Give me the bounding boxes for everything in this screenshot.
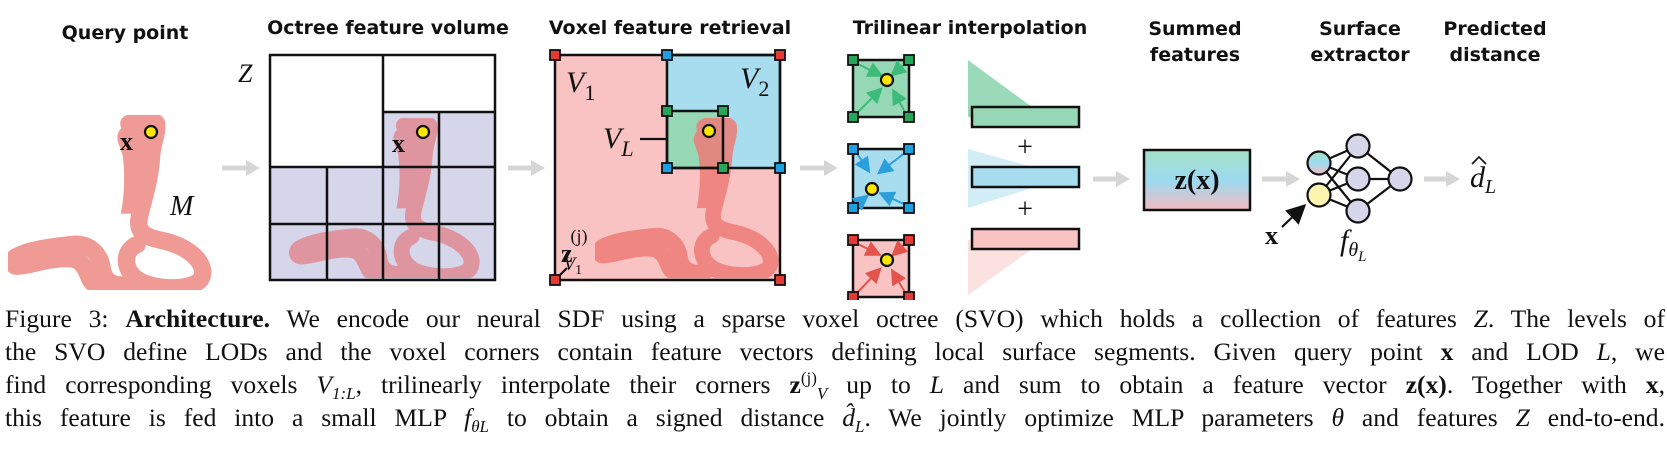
stage-title-octree: Octree feature volume (267, 17, 509, 39)
corner-blue (661, 162, 673, 174)
interp-arrows-red (855, 239, 909, 295)
plus-sign-2: + (1017, 194, 1033, 225)
octree-stage: Z x (238, 53, 497, 282)
caption-math: L (929, 370, 944, 399)
corner-blue (661, 49, 673, 61)
figure-canvas: x M Z x (0, 49, 1496, 300)
stage-title-extractor: Surface extractor (1310, 18, 1410, 66)
mlp-output-node (1387, 166, 1413, 192)
corner-red (774, 274, 786, 286)
feature-set-label: Z (238, 59, 253, 88)
interp-corners-blue (847, 143, 915, 214)
feature-bar-red (970, 227, 1081, 251)
octree-grid-lines (268, 53, 497, 282)
caption-math: L (1596, 337, 1611, 366)
caption-line: this feature is fed into a small MLP fθL… (5, 403, 1665, 437)
flow-arrow-4-head (1116, 171, 1130, 187)
stage-title-summed: Summed features (1148, 18, 1242, 66)
voxel-corners (549, 49, 786, 286)
caption-math: Z (1515, 403, 1530, 432)
caption-math: Z (1473, 304, 1488, 333)
interp-cell-blue (851, 147, 911, 210)
stage-title-trilinear: Trilinear interpolation (852, 17, 1088, 39)
interp-corners-green (847, 54, 915, 123)
plus-sign-1: + (1017, 132, 1033, 163)
caption-math: θ (1331, 403, 1345, 432)
caption-line: find corresponding voxels V1:L, trilinea… (5, 368, 1665, 404)
flow-arrow-3-head (824, 160, 838, 176)
mlp-label: fθL (1340, 224, 1367, 265)
mesh-label: M (169, 191, 195, 222)
feature-bar-blue (970, 165, 1081, 189)
stage-title-predicted: Predicted distance (1443, 18, 1547, 66)
mlp-hidden-node (1345, 198, 1371, 224)
caption-title: Architecture. (125, 304, 271, 333)
summed-features-stage: z(x) (1142, 148, 1252, 212)
corner-red (549, 49, 561, 61)
caption-math: d̂L (842, 403, 865, 437)
voxel-query-dot (701, 123, 717, 139)
mlp-input-node-feature (1306, 150, 1332, 176)
summed-feature-box (1142, 148, 1252, 212)
flow-arrow-6-head (1446, 171, 1460, 187)
corner-green (661, 105, 673, 117)
caption-math: z(j)V (789, 368, 828, 404)
interp-arrows-blue (851, 151, 907, 211)
mlp-input-arrow (1281, 203, 1307, 228)
voxel-1-label: V1 (566, 66, 595, 105)
interp-dot-red (879, 252, 895, 268)
voxel-retrieval-stage: V1 V2 VL z(j)V1 (549, 49, 786, 286)
caption-math: z(x) (1405, 370, 1447, 399)
corner-red (549, 274, 561, 286)
trilinear-stage: + + (847, 54, 1081, 300)
interp-corners-red (847, 234, 915, 300)
query-point-label: x (120, 127, 133, 156)
octree-query-dot (415, 124, 431, 140)
interp-dot-blue (864, 181, 880, 197)
corner-green (717, 162, 729, 174)
feature-bar-green (970, 105, 1081, 129)
caption-math: fθL (464, 403, 490, 437)
summed-feature-label: z(x) (1174, 165, 1219, 196)
hat-accent (1471, 155, 1487, 165)
corner-red (774, 49, 786, 61)
mlp-hidden-node (1345, 166, 1371, 192)
caption-math: x (1645, 370, 1659, 399)
stage-title-voxel: Voxel feature retrieval (548, 17, 792, 39)
mlp-input-label: x (1265, 221, 1278, 250)
query-point-stage: x M (12, 120, 202, 289)
interp-dot-green (879, 72, 895, 88)
predicted-distance-stage: dL (1470, 155, 1496, 198)
caption-line: Figure 3: Architecture. We encode our ne… (5, 304, 1666, 333)
caption-figure-number: Figure 3: (5, 304, 126, 333)
predicted-distance-label: dL (1470, 161, 1496, 198)
caption-line: the SVO define LODs and the voxel corner… (5, 337, 1666, 366)
corner-blue (774, 162, 786, 174)
query-point-dot (143, 124, 159, 140)
voxel-L-label: VL (603, 122, 634, 161)
figure-caption: Figure 3: Architecture. We encode our ne… (5, 302, 1666, 437)
corner-green (717, 105, 729, 117)
octree-point-label: x (392, 129, 405, 158)
architecture-figure: Query point Octree feature volume Voxel … (0, 17, 1547, 300)
flow-arrow-5-head (1286, 171, 1300, 187)
mlp-stage: x fθL (1265, 133, 1413, 265)
flow-arrow-2-head (531, 160, 545, 176)
mlp-input-node-position (1306, 182, 1332, 208)
corner-feature-label: z(j)V1 (561, 226, 588, 278)
mlp-hidden-node (1345, 133, 1371, 159)
flow-arrow-1-head (246, 160, 260, 176)
caption-math: x (1440, 337, 1454, 366)
stage-title-query: Query point (61, 22, 189, 44)
caption-math: V1:L (316, 370, 356, 404)
voxel-2-label: V2 (740, 62, 769, 101)
